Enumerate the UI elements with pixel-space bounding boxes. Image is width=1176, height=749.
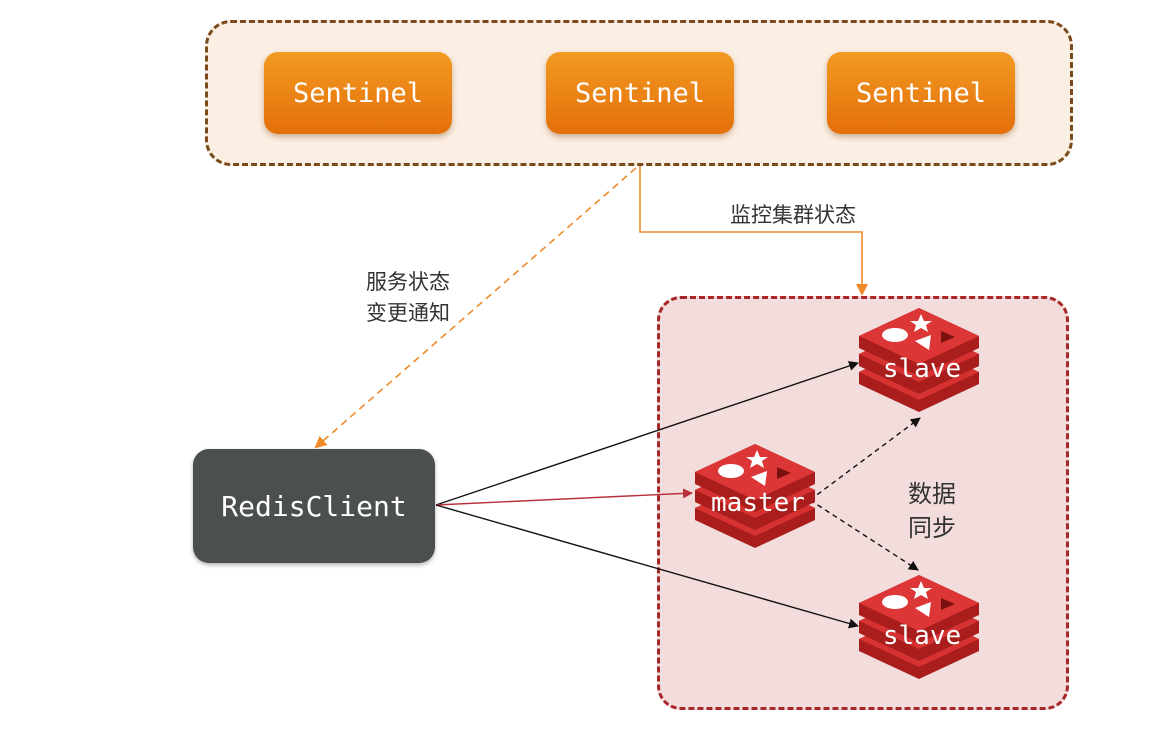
client-to-slave-bottom-arrow bbox=[435, 504, 859, 629]
slave-bottom-label: slave bbox=[882, 621, 962, 651]
sentinel-node-1: Sentinel bbox=[264, 52, 452, 134]
notify-arrow bbox=[314, 167, 637, 449]
sync-to-slave-bottom-arrow bbox=[809, 499, 919, 571]
sentinel-node-3: Sentinel bbox=[827, 52, 1015, 134]
monitor-annotation: 监控集群状态 bbox=[730, 203, 856, 227]
sentinel-node-2: Sentinel bbox=[546, 52, 734, 134]
sync-annotation-line2: 同步 bbox=[908, 514, 956, 542]
sync-annotation-line1: 数据 bbox=[908, 480, 956, 508]
notify-annotation-line1: 服务状态 bbox=[366, 270, 450, 294]
redis-client-box: RedisClient bbox=[193, 449, 435, 563]
slave-top-label: slave bbox=[882, 354, 962, 384]
monitor-arrow bbox=[639, 166, 868, 296]
client-to-slave-top-arrow bbox=[435, 361, 859, 506]
sync-to-slave-top-arrow bbox=[809, 417, 921, 501]
notify-annotation-line2: 变更通知 bbox=[366, 301, 450, 325]
client-to-master-arrow bbox=[435, 488, 693, 506]
master-label: master bbox=[711, 488, 805, 518]
